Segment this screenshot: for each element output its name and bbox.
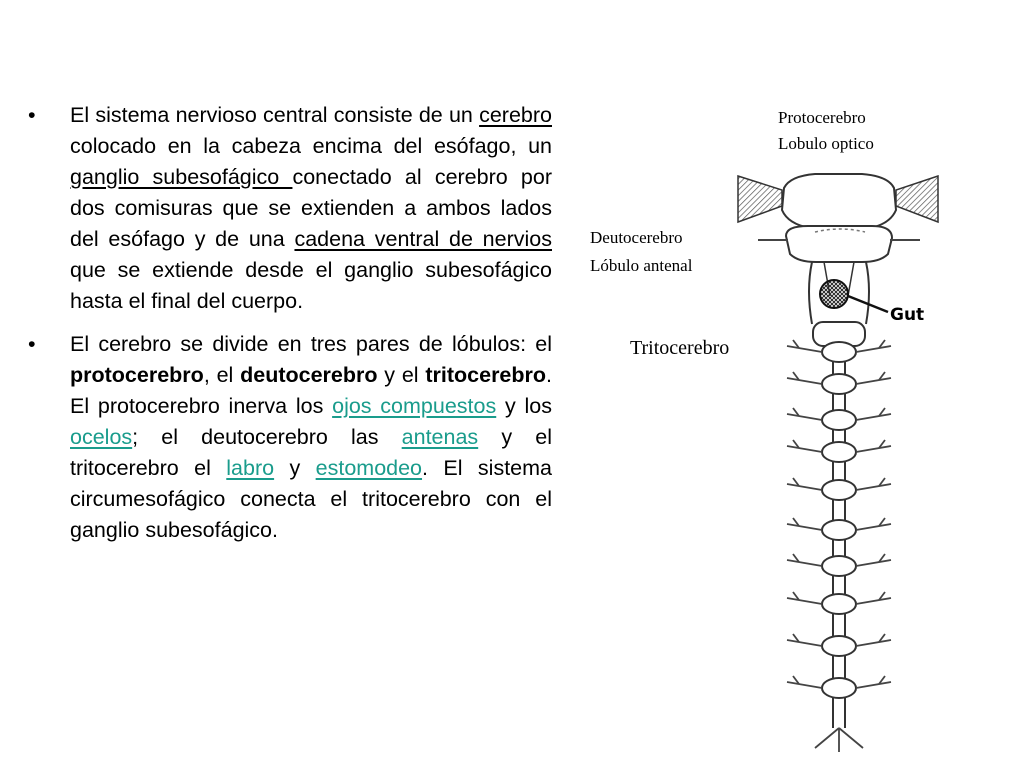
terminal-nerves	[814, 727, 864, 752]
ganglion	[821, 677, 857, 699]
ganglion	[821, 373, 857, 395]
link-estomodeo[interactable]: estomodeo	[315, 456, 423, 480]
lateral-nerve	[855, 591, 892, 605]
protocerebrum-shape	[780, 173, 898, 229]
text-run: . El sistema circumesofágico conecta el …	[70, 456, 552, 542]
ganglion	[821, 479, 857, 501]
text-run: y	[274, 456, 316, 480]
lateral-nerve	[786, 439, 823, 453]
ventral-nerve-cord	[786, 321, 892, 752]
lateral-nerve	[855, 553, 892, 567]
ganglion	[821, 409, 857, 431]
text-run: El cerebro se divide en tres pares de ló…	[70, 332, 552, 356]
lateral-nerve	[855, 339, 892, 353]
bullet-text: El sistema nervioso central consiste de …	[70, 103, 552, 313]
bold-term: tritocerebro	[425, 363, 547, 387]
label-lobulo-optico: Lobulo optico	[778, 134, 874, 153]
label-deutocerebro: Deutocerebro	[590, 228, 683, 247]
text-run: y los	[496, 394, 552, 418]
underlined-term: cadena ventral de nervios	[294, 227, 552, 251]
lateral-nerve	[855, 633, 892, 647]
lateral-nerve	[855, 517, 892, 531]
label-protocerebro: Protocerebro	[778, 108, 866, 127]
lateral-nerve	[786, 675, 823, 689]
lateral-nerve	[786, 477, 823, 491]
underlined-term: ganglio subesofágico	[70, 165, 293, 189]
ganglion	[821, 441, 857, 463]
optic-lobe-left	[737, 174, 783, 224]
link-ojos-compuestos[interactable]: ojos compuestos	[332, 394, 497, 418]
text-run: que se extiende desde el ganglio subesof…	[70, 258, 552, 313]
gut-label: Gut	[890, 305, 924, 325]
bullet-dot: •	[28, 332, 36, 356]
bullet-list: • El sistema nervioso central consiste d…	[28, 100, 552, 546]
lateral-nerve	[786, 633, 823, 647]
lateral-nerve	[855, 371, 892, 385]
text-run: conectado al cerebro por dos comisuras q…	[70, 165, 552, 251]
bullet-item: • El cerebro se divide en tres pares de …	[28, 329, 552, 546]
lateral-nerve	[786, 553, 823, 567]
bullet-item: • El sistema nervioso central consiste d…	[28, 100, 552, 317]
lateral-nerve	[855, 439, 892, 453]
link-labro[interactable]: labro	[226, 456, 275, 480]
lateral-nerve	[786, 517, 823, 531]
ganglion	[821, 555, 857, 577]
ganglion	[821, 341, 857, 363]
lateral-nerve	[855, 675, 892, 689]
label-lobulo-antenal: Lóbulo antenal	[590, 256, 693, 275]
text-run: y el	[377, 363, 426, 387]
ganglion	[821, 635, 857, 657]
ganglion	[821, 593, 857, 615]
link-ocelos[interactable]: ocelos	[70, 425, 133, 449]
bold-term: protocerebro	[70, 363, 204, 387]
text-run: El sistema nervioso central consiste de …	[70, 103, 480, 127]
lateral-nerve	[855, 407, 892, 421]
lateral-nerve	[786, 371, 823, 385]
text-run: , el	[203, 363, 241, 387]
text-run: colocado en la cabeza encima del esófago…	[70, 134, 552, 158]
ganglion	[821, 519, 857, 541]
lateral-nerve	[786, 591, 823, 605]
lateral-nerve	[786, 339, 823, 353]
bold-term: deutocerebro	[240, 363, 378, 387]
optic-lobe-right	[895, 174, 939, 224]
underlined-term: cerebro	[479, 103, 552, 127]
link-antenas[interactable]: antenas	[401, 425, 479, 449]
text-run: . El protocerebro inerva los	[70, 363, 553, 418]
deutocerebrum-shape	[784, 225, 894, 263]
bullet-dot: •	[28, 103, 36, 127]
bullet-text: El cerebro se divide en tres pares de ló…	[70, 332, 552, 542]
gut-section	[819, 279, 849, 309]
text-run: ; el deutocerebro las	[132, 425, 402, 449]
text-run: y el tritocerebro el	[70, 425, 552, 480]
lateral-nerve	[855, 477, 892, 491]
lateral-nerve	[786, 407, 823, 421]
label-tritocerebro: Tritocerebro	[630, 337, 730, 359]
